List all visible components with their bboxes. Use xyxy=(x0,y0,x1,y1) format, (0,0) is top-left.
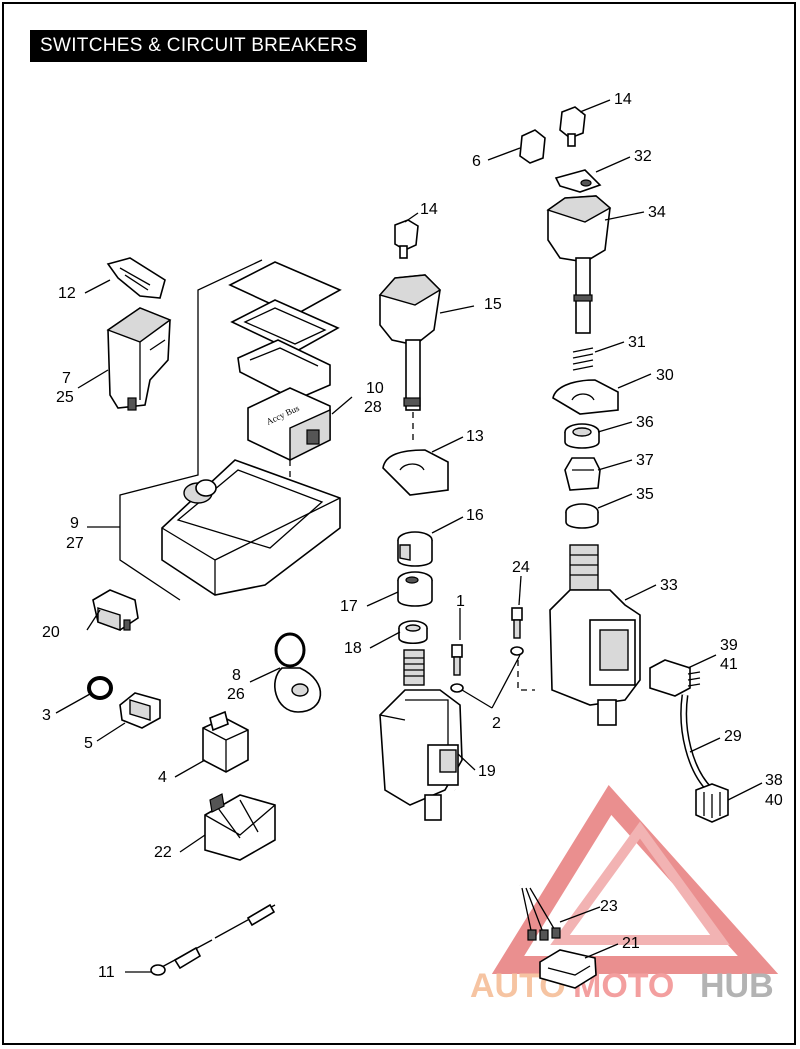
part-2-washer-b xyxy=(510,646,524,656)
part-11-strap xyxy=(150,903,276,976)
part-3-oring xyxy=(87,676,113,700)
part-1-screw xyxy=(451,644,463,676)
part-4-relay xyxy=(202,710,249,773)
callout-33: 33 xyxy=(660,577,678,594)
part-14-key-center xyxy=(394,219,419,259)
callout-41: 41 xyxy=(720,656,738,673)
leader-lines xyxy=(55,99,763,973)
callout-30: 30 xyxy=(656,367,674,384)
part-32-plate xyxy=(554,169,602,193)
part-38-connector xyxy=(695,783,729,823)
callout-4: 4 xyxy=(158,769,167,786)
part-28-module: Accy Bus xyxy=(247,387,331,462)
callout-24: 24 xyxy=(512,559,530,576)
callout-29: 29 xyxy=(724,728,742,745)
callout-22: 22 xyxy=(154,844,172,861)
part-18-ring xyxy=(398,620,428,645)
callout-14-right: 14 xyxy=(614,91,632,108)
callout-5: 5 xyxy=(84,735,93,752)
callout-21: 21 xyxy=(622,935,640,952)
callout-10: 10 xyxy=(366,380,384,397)
callout-7: 7 xyxy=(62,370,71,387)
part-13-plate xyxy=(382,449,449,496)
callout-23: 23 xyxy=(600,898,618,915)
part-14-key-right xyxy=(559,106,586,147)
part-5-switch xyxy=(119,692,161,729)
part-15-cap xyxy=(378,274,442,411)
part-36-ring xyxy=(564,423,600,449)
part-23-wires xyxy=(454,788,561,941)
part-17-collar xyxy=(397,571,433,607)
part-31-spring xyxy=(572,347,594,371)
callout-3: 3 xyxy=(42,707,51,724)
callout-35: 35 xyxy=(636,486,654,503)
part-7-breaker xyxy=(106,307,172,411)
callout-34: 34 xyxy=(648,204,666,221)
part-16-collar xyxy=(397,531,433,567)
watermark-logo: AUTO MOTO HUB xyxy=(470,785,779,1005)
callout-27: 27 xyxy=(66,535,84,552)
callout-1: 1 xyxy=(456,593,465,610)
group-bracket-9 xyxy=(119,259,263,601)
callout-6: 6 xyxy=(472,153,481,170)
part-22-bracket xyxy=(204,793,276,861)
part-30-plate xyxy=(552,379,619,415)
part-24-screw xyxy=(511,607,523,639)
callout-labels: 1 2 3 4 5 6 7 25 8 26 9 27 10 28 11 12 1… xyxy=(42,91,783,981)
callout-31: 31 xyxy=(628,334,646,351)
callout-25: 25 xyxy=(56,389,74,406)
callout-16: 16 xyxy=(466,507,484,524)
leader-dash-24 xyxy=(517,660,535,691)
part-12-clip xyxy=(106,257,166,299)
part-33-switch-body xyxy=(549,544,641,726)
callout-26: 26 xyxy=(227,686,245,703)
callout-19: 19 xyxy=(478,763,496,780)
callout-18: 18 xyxy=(344,640,362,657)
callout-32: 32 xyxy=(634,148,652,165)
callout-14-center: 14 xyxy=(420,201,438,218)
callout-15: 15 xyxy=(484,296,502,313)
part-8-key-tag xyxy=(274,632,322,713)
callout-8: 8 xyxy=(232,667,241,684)
callout-37: 37 xyxy=(636,452,654,469)
part-2-washer-a xyxy=(450,683,464,693)
part-10-gaskets xyxy=(228,261,342,401)
callout-39: 39 xyxy=(720,637,738,654)
callout-20: 20 xyxy=(42,624,60,641)
part-21-connector xyxy=(539,949,597,989)
callout-13: 13 xyxy=(466,428,484,445)
part-20-switch xyxy=(92,589,139,631)
part-34-cap xyxy=(546,195,612,334)
part-39-connector xyxy=(649,659,701,697)
callout-9: 9 xyxy=(70,515,79,532)
callout-40: 40 xyxy=(765,792,783,809)
callout-38: 38 xyxy=(765,772,783,789)
callout-17: 17 xyxy=(340,598,358,615)
part-6-key xyxy=(519,129,546,164)
part-37-cam xyxy=(564,457,601,491)
callout-28: 28 xyxy=(364,399,382,416)
watermark-hub: HUB xyxy=(700,967,774,1005)
part-19-ignition-switch xyxy=(379,649,463,821)
callout-2: 2 xyxy=(492,715,501,732)
callout-12: 12 xyxy=(58,285,76,302)
part-35-ring xyxy=(565,503,599,529)
callout-11: 11 xyxy=(98,964,115,981)
callout-36: 36 xyxy=(636,414,654,431)
part-9-fuse-box xyxy=(161,459,341,596)
page-title: SWITCHES & CIRCUIT BREAKERS xyxy=(30,30,368,62)
